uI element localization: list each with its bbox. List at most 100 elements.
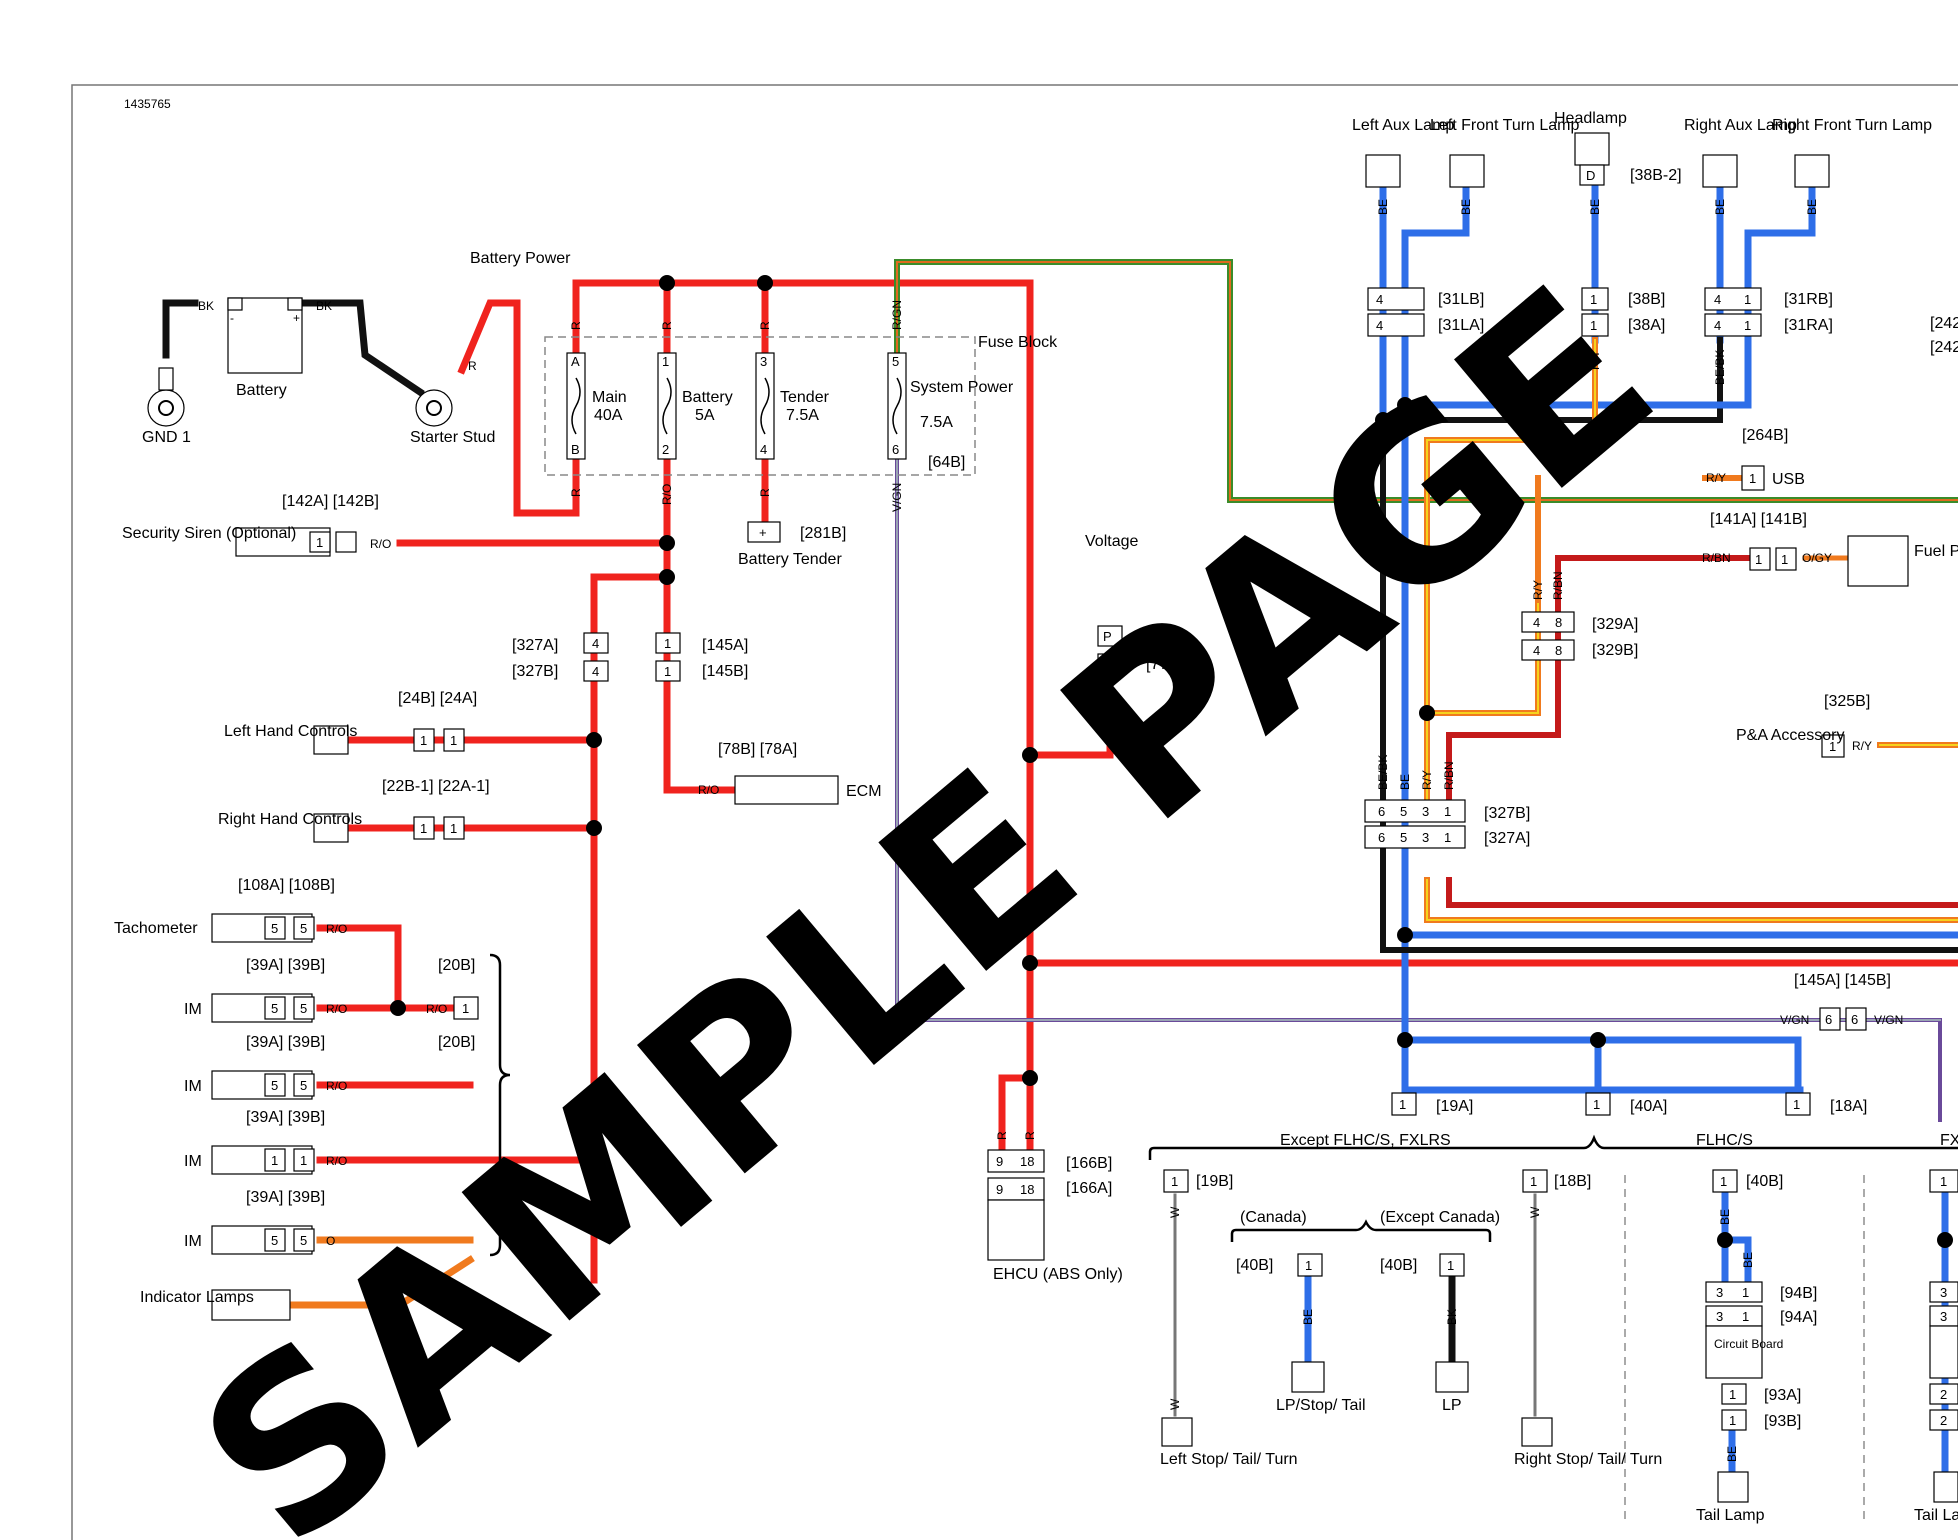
svg-text:[19B]: [19B]: [1196, 1173, 1233, 1190]
svg-text:[31LA]: [31LA]: [1438, 317, 1484, 334]
svg-text:9: 9: [996, 1154, 1003, 1169]
wire-bk-stud: [296, 299, 425, 397]
wires: [162, 181, 1958, 1474]
svg-text:BK: BK: [198, 299, 214, 313]
svg-text:BE: BE: [1459, 199, 1473, 215]
svg-text:R/O: R/O: [326, 922, 347, 936]
wire-be-right-bus: [1401, 336, 1752, 409]
svg-text:1: 1: [1530, 1174, 1537, 1189]
svg-text:1: 1: [300, 1153, 307, 1168]
connector-327-left: 44 [327A] [327B] 11 [145A] [145B]: [512, 632, 748, 682]
svg-text:[77A]: [77A]: [1146, 630, 1183, 647]
svg-text:R: R: [758, 488, 772, 497]
svg-text:Left Front Turn Lamp: Left Front Turn Lamp: [1430, 117, 1580, 134]
svg-text:W: W: [1168, 1206, 1182, 1218]
svg-text:[327B]: [327B]: [1484, 805, 1530, 822]
svg-text:[18A]: [18A]: [1830, 1098, 1867, 1115]
svg-text:7.5A: 7.5A: [786, 407, 819, 424]
svg-text:[166A]: [166A]: [1066, 1180, 1112, 1197]
wire-be-right-turn: [1744, 181, 1816, 344]
battery-power-label: Battery Power: [470, 250, 571, 267]
svg-text:USB: USB: [1772, 471, 1805, 488]
wire-rgn-2: [896, 261, 1958, 501]
svg-text:[20B]: [20B]: [438, 957, 475, 974]
svg-text:[77B]: [77B]: [1146, 656, 1183, 673]
svg-text:R/Y: R/Y: [1706, 471, 1726, 485]
svg-text:[20B]: [20B]: [438, 1034, 475, 1051]
page-border: [71, 84, 1958, 1540]
fuel-pump: [141A] [141B] 11 Fuel Pump R/BN O/GY: [1702, 511, 1958, 587]
svg-text:[242: [242: [1930, 315, 1958, 332]
svg-text:W: W: [1168, 1398, 1182, 1410]
svg-text:[94B]: [94B]: [1780, 1285, 1817, 1302]
svg-text:Left Aux Lamp: Left Aux Lamp: [1352, 117, 1454, 134]
battery: -+ Battery BK BK: [198, 297, 332, 399]
svg-text:5: 5: [271, 1233, 278, 1248]
svg-text:IM: IM: [184, 1078, 202, 1095]
svg-text:[145A] [145B]: [145A] [145B]: [1794, 972, 1891, 989]
wire-bebk-right: [1380, 337, 1723, 423]
svg-text:4: 4: [1714, 318, 1721, 333]
svg-text:4: 4: [592, 636, 599, 651]
svg-text:1: 1: [1829, 739, 1836, 754]
svg-text:R/O: R/O: [698, 783, 719, 797]
svg-text:Right Hand Controls: Right Hand Controls: [218, 811, 362, 828]
svg-text:[325B]: [325B]: [1824, 693, 1870, 710]
svg-text:Tender: Tender: [780, 389, 830, 406]
svg-text:8: 8: [1555, 643, 1562, 658]
wire-bebk-out: [1380, 877, 1958, 953]
svg-text:3: 3: [1422, 804, 1429, 819]
svg-text:1: 1: [450, 733, 457, 748]
svg-text:3: 3: [1716, 1309, 1723, 1324]
svg-text:1: 1: [462, 1001, 469, 1016]
svg-text:[40B]: [40B]: [1746, 1173, 1783, 1190]
pa-accessory: [325B] 1 P&A Accessory R/Y: [1736, 693, 1872, 758]
svg-text:R: R: [569, 488, 583, 497]
svg-text:1: 1: [1399, 1097, 1406, 1112]
svg-text:5: 5: [300, 1078, 307, 1093]
svg-text:A: A: [571, 354, 580, 369]
svg-text:BE/BK: BE/BK: [1376, 755, 1390, 790]
wire-be-h: [1401, 1036, 1802, 1099]
svg-text:2: 2: [1940, 1387, 1947, 1402]
svg-text:Indicator Lamps: Indicator Lamps: [140, 1289, 254, 1306]
svg-text:BE: BE: [1741, 1252, 1755, 1268]
svg-text:[141A] [141B]: [141A] [141B]: [1710, 511, 1807, 528]
svg-text:[94A]: [94A]: [1780, 1309, 1817, 1326]
wire-ro-main: [663, 451, 749, 794]
svg-text:Right Front Turn Lamp: Right Front Turn Lamp: [1772, 117, 1932, 134]
svg-text:3: 3: [1716, 1285, 1723, 1300]
svg-text:[31RA]: [31RA]: [1784, 317, 1833, 334]
svg-text:EHCU (ABS Only): EHCU (ABS Only): [993, 1266, 1123, 1283]
svg-text:[78B] [78A]: [78B] [78A]: [718, 741, 797, 758]
svg-text:5: 5: [892, 354, 899, 369]
svg-text:4: 4: [1533, 615, 1540, 630]
ecm: ECM [78B] [78A] R/O: [698, 741, 882, 805]
security-siren: 1 Security Siren (Optional) [142A] [142B…: [122, 493, 379, 557]
svg-text:ECM: ECM: [846, 783, 882, 800]
wire-ry-out: [1424, 877, 1958, 923]
svg-text:[93B]: [93B]: [1764, 1413, 1801, 1430]
svg-text:1: 1: [420, 821, 427, 836]
svg-text:1: 1: [271, 1153, 278, 1168]
svg-text:BE: BE: [1713, 199, 1727, 215]
svg-text:-: -: [230, 311, 234, 325]
svg-text:[31LB]: [31LB]: [1438, 291, 1484, 308]
svg-text:5: 5: [271, 1001, 278, 1016]
svg-text:R: R: [569, 321, 583, 330]
svg-text:[39A] [39B]: [39A] [39B]: [246, 1034, 325, 1051]
svg-text:Main: Main: [592, 389, 627, 406]
svg-text:Battery: Battery: [682, 389, 733, 406]
svg-text:[145A]: [145A]: [702, 637, 748, 654]
rear-drops: 1 [19A] 1 [40A] 1 [18A] Except FLHC/S, F…: [1148, 1092, 1958, 1525]
svg-text:(Except Canada): (Except Canada): [1380, 1209, 1500, 1226]
wire-r-volt: [1026, 676, 1114, 759]
svg-text:5: 5: [300, 1233, 307, 1248]
svg-text:1: 1: [1744, 318, 1751, 333]
svg-text:1: 1: [1742, 1285, 1749, 1300]
svg-text:Battery Tender: Battery Tender: [738, 551, 842, 568]
svg-text:1: 1: [662, 354, 669, 369]
